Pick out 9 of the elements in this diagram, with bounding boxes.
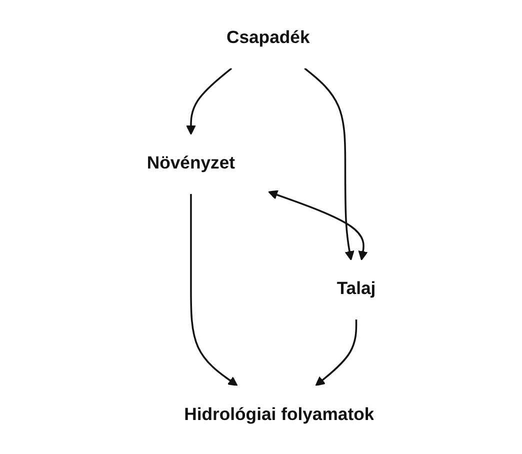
arrow — [186, 68, 232, 135]
arrow — [268, 190, 368, 260]
arrow — [190, 194, 238, 386]
node-text: Talaj — [336, 280, 376, 299]
node-text: Növényzet — [146, 154, 235, 174]
arrow — [304, 68, 354, 260]
node-text: Hidrológiai folyamatok — [184, 406, 374, 424]
arrow — [314, 320, 357, 386]
node-text: Csapadék — [226, 28, 310, 48]
